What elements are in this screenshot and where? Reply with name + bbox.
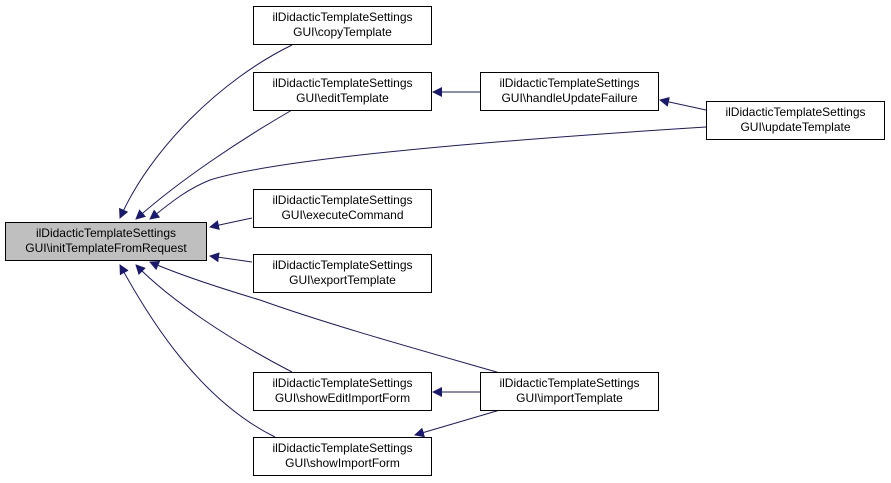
node-edit-template[interactable]: ilDidacticTemplateSettings GUI\editTempl…	[253, 72, 432, 111]
node-import-template-line1: ilDidacticTemplateSettings	[499, 376, 640, 390]
edge-import-to-init	[149, 260, 501, 374]
node-edit-template-line1: ilDidacticTemplateSettings	[272, 76, 413, 90]
node-show-edit-import-form[interactable]: ilDidacticTemplateSettings GUI\showEditI…	[253, 372, 432, 411]
edge-showedit-to-init	[135, 264, 293, 373]
node-export-template[interactable]: ilDidacticTemplateSettings GUI\exportTem…	[253, 254, 432, 293]
node-execute-command-line2: GUI\executeCommand	[281, 208, 404, 222]
node-update-template-line2: GUI\updateTemplate	[740, 120, 851, 134]
node-show-edit-import-form-line2: GUI\showEditImportForm	[274, 391, 411, 405]
node-handle-update-failure-line1: ilDidacticTemplateSettings	[499, 76, 640, 90]
edge-import-to-showimport	[414, 409, 501, 438]
edge-showimport-to-init	[119, 264, 276, 438]
node-export-template-line1: ilDidacticTemplateSettings	[272, 258, 413, 272]
node-import-template-line2: GUI\importTemplate	[516, 391, 623, 405]
node-execute-command[interactable]: ilDidacticTemplateSettings GUI\executeCo…	[253, 189, 432, 228]
edge-export-to-init	[209, 252, 253, 263]
node-init-template-from-request-line2: GUI\initTemplateFromRequest	[25, 241, 187, 255]
edge-update-to-failure	[659, 97, 707, 111]
node-handle-update-failure-line2: GUI\handleUpdateFailure	[501, 91, 638, 105]
node-show-import-form-line1: ilDidacticTemplateSettings	[272, 441, 413, 455]
node-import-template[interactable]: ilDidacticTemplateSettings GUI\importTem…	[480, 372, 659, 411]
node-handle-update-failure[interactable]: ilDidacticTemplateSettings GUI\handleUpd…	[480, 72, 659, 111]
node-copy-template-line1: ilDidacticTemplateSettings	[272, 10, 413, 24]
node-update-template-line1: ilDidacticTemplateSettings	[725, 105, 866, 119]
node-copy-template[interactable]: ilDidacticTemplateSettings GUI\copyTempl…	[253, 6, 432, 45]
node-copy-template-line2: GUI\copyTemplate	[293, 25, 392, 39]
node-show-edit-import-form-line1: ilDidacticTemplateSettings	[272, 376, 413, 390]
node-init-template-from-request-line1: ilDidacticTemplateSettings	[35, 226, 177, 240]
edge-edit-to-init	[135, 109, 293, 220]
node-export-template-line2: GUI\exportTemplate	[289, 273, 396, 287]
edge-execute-to-init	[209, 217, 253, 231]
node-update-template[interactable]: ilDidacticTemplateSettings GUI\updateTem…	[706, 101, 885, 140]
edge-copy-to-init	[119, 44, 293, 219]
node-show-import-form[interactable]: ilDidacticTemplateSettings GUI\showImpor…	[253, 437, 432, 476]
node-edit-template-line2: GUI\editTemplate	[296, 91, 389, 105]
node-init-template-from-request[interactable]: ilDidacticTemplateSettings GUI\initTempl…	[5, 222, 207, 261]
node-show-import-form-line2: GUI\showImportForm	[285, 456, 400, 470]
edge-update-to-init	[149, 126, 707, 220]
node-execute-command-line1: ilDidacticTemplateSettings	[272, 193, 413, 207]
